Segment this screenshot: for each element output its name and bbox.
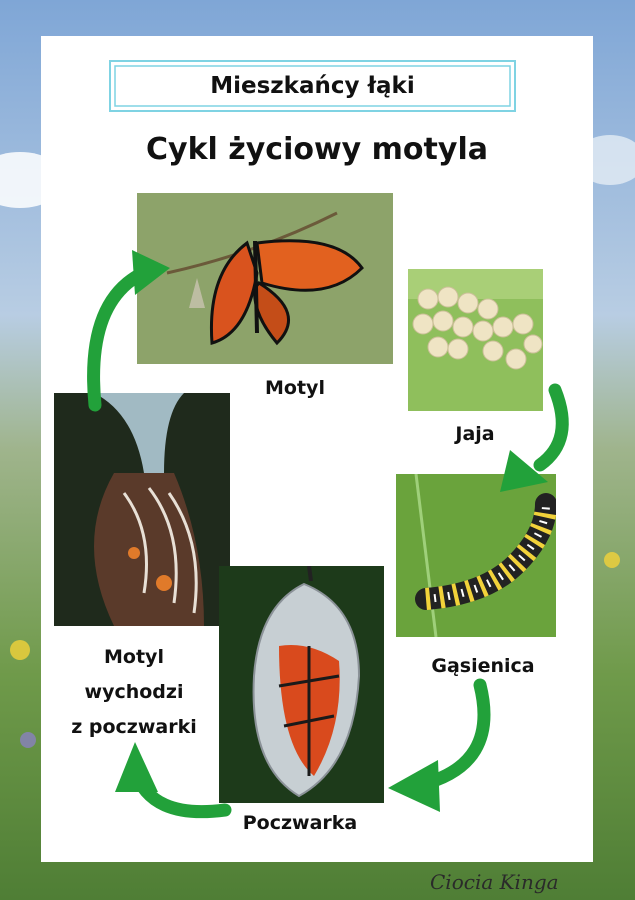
page-title: Cykl życiowy motyla	[146, 132, 488, 167]
stage-label-emerging-line-1: Motyl	[104, 646, 164, 668]
stage-label-emerging-line-2: wychodzi	[84, 681, 184, 703]
butterfly-photo	[137, 193, 393, 364]
caterpillar-photo	[396, 474, 556, 637]
stage-label-emerging-line-3: z poczwarki	[71, 716, 197, 738]
emerging-butterfly-photo	[54, 393, 230, 626]
chrysalis-photo	[219, 566, 384, 803]
author-signature: Ciocia Kinga	[430, 870, 559, 894]
category-banner-frame	[109, 60, 516, 112]
stage-label-eggs: Jaja	[455, 423, 495, 445]
eggs-photo	[408, 269, 543, 411]
stage-label-caterpillar: Gąsienica	[431, 655, 535, 677]
stage-label-butterfly: Motyl	[265, 377, 325, 399]
stage-label-pupa: Poczwarka	[242, 812, 358, 834]
category-label: Mieszkańcy łąki	[210, 73, 415, 99]
stage-label-emerging: Motyl wychodzi z poczwarki	[54, 640, 214, 745]
